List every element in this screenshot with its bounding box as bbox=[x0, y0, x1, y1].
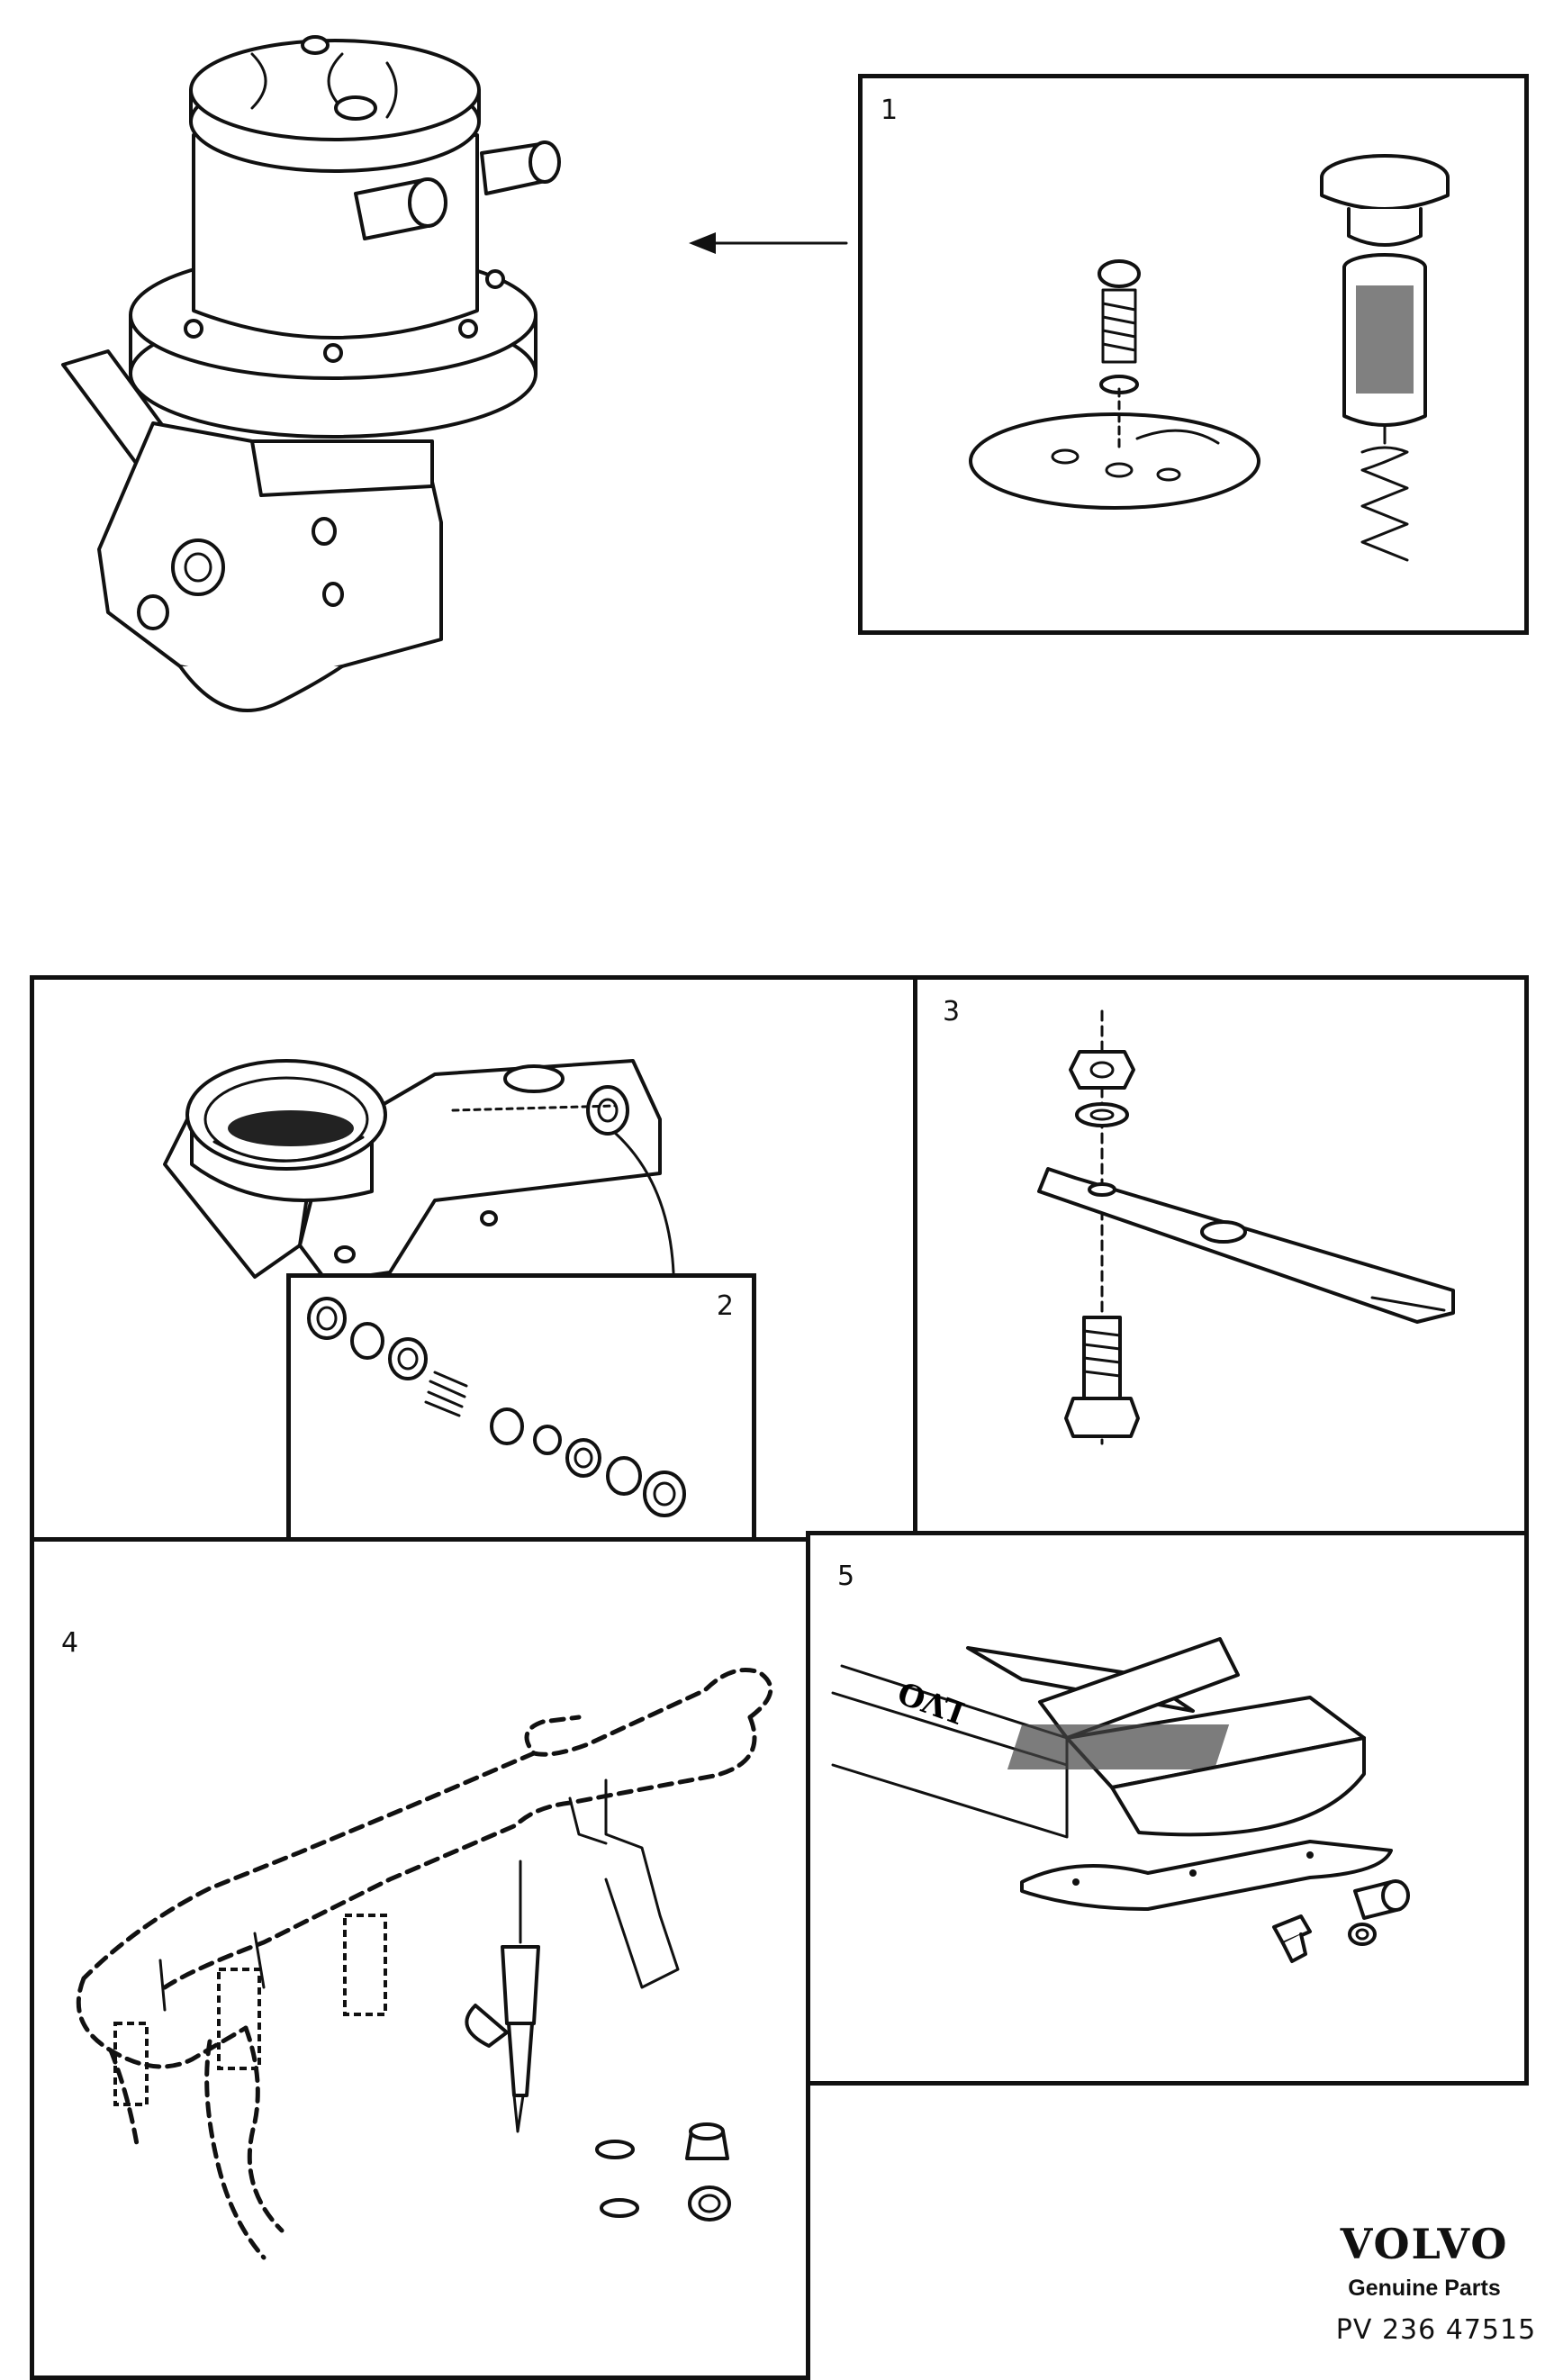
filter-kit-icon bbox=[969, 154, 1450, 562]
valve-kit-icon bbox=[307, 1297, 686, 1517]
callout-3: 3 bbox=[943, 996, 961, 1027]
gasket-kit-icon: LVO bbox=[831, 1637, 1410, 1963]
panel-5: 5 LVO bbox=[806, 1531, 1529, 2086]
bracket-kit-icon bbox=[1037, 1009, 1455, 1445]
callout-2: 2 bbox=[716, 1290, 734, 1322]
panel-1: 1 bbox=[858, 74, 1529, 635]
panel-4: 4 bbox=[30, 1537, 810, 2380]
throttle-housing-icon bbox=[163, 1059, 675, 1283]
illustration-code: PV 236 47515 bbox=[1335, 2314, 1537, 2346]
injector-rail-icon bbox=[76, 1668, 773, 2260]
svg-text:LVO: LVO bbox=[893, 1673, 969, 1730]
fuel-pump-icon bbox=[61, 35, 561, 712]
callout-1: 1 bbox=[881, 95, 899, 126]
callout-4: 4 bbox=[61, 1627, 79, 1659]
volvo-logo: VOLVO bbox=[1340, 2220, 1509, 2268]
panel-3: 3 bbox=[913, 975, 1529, 1543]
callout-5: 5 bbox=[837, 1561, 855, 1592]
arrow-left-icon bbox=[689, 232, 848, 254]
panel-2: 2 bbox=[286, 1273, 756, 1543]
genuine-parts-label: Genuine Parts bbox=[1348, 2276, 1501, 2301]
